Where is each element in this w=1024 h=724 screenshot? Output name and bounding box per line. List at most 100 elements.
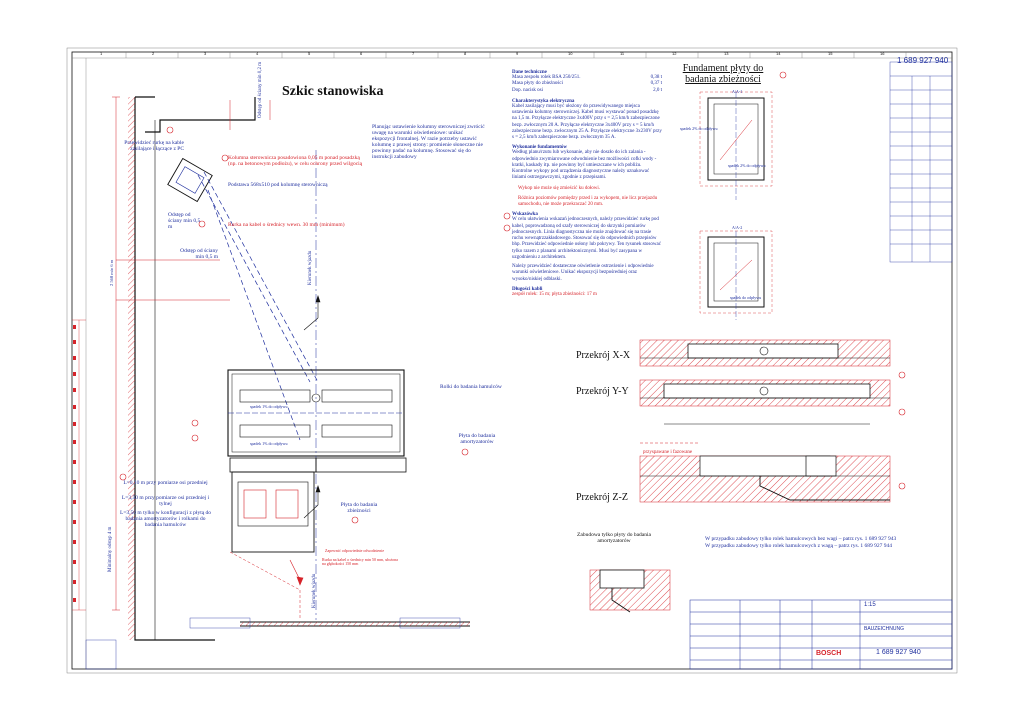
grid-label: 13 xyxy=(724,51,729,56)
found-heading: Wykonanie fundamentów xyxy=(512,145,567,151)
case-note-2: W przypadku zabudowy tylko rolek hamulco… xyxy=(705,543,893,549)
tech-data-row: Masa zespołu rolek BSA 250/251. 0,38 t xyxy=(512,75,662,81)
left-strip-marks xyxy=(73,325,76,602)
responsibility-text: Należy przewidzieć dostateczne oświetlen… xyxy=(512,264,654,282)
note-1: Wykop nie może się zmieścić ku dołowi. xyxy=(518,185,601,191)
foundation-plan-1 xyxy=(699,91,773,200)
min-drive-distance: Minimalny odstęp 4 m xyxy=(108,526,113,572)
walls xyxy=(134,96,256,641)
tech-data-value: 0,37 t xyxy=(650,81,662,87)
company-logo: BOSCH xyxy=(816,650,842,657)
grid-label: 9 xyxy=(516,51,519,56)
section-zz-title: Przekrój Z-Z xyxy=(576,492,628,503)
grid-ticks xyxy=(125,52,907,58)
case-note-1: W przypadku zabudowy tylko rolek hamulco… xyxy=(705,536,897,542)
length-note-2: L=3,50 m przy pomiarze osi przedniej i t… xyxy=(121,495,210,508)
shock-only-section xyxy=(589,569,671,613)
elec-text: Kabel zasilający musi być ułożony do prz… xyxy=(512,103,662,140)
drawing-number-top: 1 689 927 940 xyxy=(897,56,949,65)
note-2: Różnica poziomów pomiędzy przed i za wyk… xyxy=(518,195,658,207)
base-label: Podstawa 568x510 pod kolumnę sterowniczą xyxy=(228,182,328,188)
grid-label: 10 xyxy=(568,51,573,56)
left-strip xyxy=(72,319,86,611)
found-slope-1: spadek 2% do odpływu xyxy=(680,126,718,131)
shock-plate-label: Płyta do badania amortyzatorów xyxy=(458,433,496,446)
tech-data-label: Masa płyty do zbieżności xyxy=(512,81,563,87)
grid-label: 6 xyxy=(360,51,363,56)
grid-label: 1 xyxy=(100,51,103,56)
plan-column-note: Planując ustawienie kolumny sterowniczej… xyxy=(372,124,485,161)
grid-label: 15 xyxy=(828,51,833,56)
toe-plate-label: Płyta do badania zbieżności xyxy=(340,502,378,515)
foundation-title: Fundament płyty do badania zbieżności xyxy=(682,63,764,85)
found-slope-2: spadek 2% do odpływu xyxy=(728,163,766,168)
title-block xyxy=(689,599,953,670)
tech-data-row: Dop. nacisk osi 2,0 t xyxy=(512,88,662,94)
grid-label: 5 xyxy=(308,51,311,56)
slope-label-1: spadek 1% do odpływu xyxy=(250,404,288,409)
hint-heading: Wskazówka xyxy=(512,212,538,218)
aa1-label: A/A-1 xyxy=(732,89,743,94)
section-zz xyxy=(639,442,891,503)
drainage-note: Zapewnić odpowiednie odwodnienie xyxy=(325,548,385,553)
length-note-3: L=3,50 m tylko w konfiguracji z płytą do… xyxy=(119,510,212,529)
foundation-plan-2 xyxy=(699,230,773,320)
drain-lines xyxy=(229,551,301,620)
revision-table xyxy=(889,61,953,263)
hint-text: W celu ułatwienia wskazań jednoczesnych,… xyxy=(512,217,661,260)
cable-pipe-label: Przewidzieć rurkę na kable zasilające i … xyxy=(124,140,184,153)
wall-distance-1: Odstęp od ściany min 0,5 m xyxy=(168,212,201,231)
wall-hatch-left xyxy=(128,97,135,640)
drive-direction-2: Kierunek wjazdu xyxy=(312,573,317,608)
tech-data-value: 0,38 t xyxy=(650,75,662,80)
grid-label: 16 xyxy=(880,51,885,56)
tech-data-heading: Dane techniczne xyxy=(512,70,547,75)
tech-notes: Dane techniczne Masa zespołu rolek BSA 2… xyxy=(512,68,662,298)
found-text: Według planu/rzutu lub wykonanie, aby ni… xyxy=(512,150,657,181)
grid-label: 3 xyxy=(204,51,207,56)
page-title: Szkic stanowiska xyxy=(282,84,384,99)
wall-distance-2: Odstęp od ściany min 0,5 m xyxy=(180,248,218,261)
callout-markers xyxy=(119,71,906,524)
grid-label: 8 xyxy=(464,51,467,56)
grid-label: 2 xyxy=(152,51,155,56)
grid-label: 14 xyxy=(776,51,781,56)
length-note-1: L=0,10 m przy pomiarze osi przedniej xyxy=(123,480,208,486)
slope-label-2: spadek 1% do odpływu xyxy=(250,441,288,446)
grid-label: 12 xyxy=(672,51,677,56)
aa2-label: A/A-2 xyxy=(732,225,743,230)
grid-label: 7 xyxy=(412,51,415,56)
grid-label: 4 xyxy=(256,51,259,56)
column-note: Kolumna sterownicza posadowiona 0,05 m p… xyxy=(228,155,363,168)
drive-direction-1: Kierunek wjazdu xyxy=(308,250,313,285)
pipe-diameter-label: Rurka na kabel o średnicy wewn. 30 mm (m… xyxy=(228,222,345,228)
tech-data-label: Masa zespołu rolek BSA 250/251. xyxy=(512,75,581,80)
grid-label: 11 xyxy=(620,51,625,56)
welded-label: przyspawane i fazowane xyxy=(643,450,693,455)
left-bottom-block xyxy=(85,617,461,670)
shock-plate-unit xyxy=(229,457,407,553)
direction-arrows xyxy=(289,559,304,586)
tech-data-row: Masa płyty do zbieżności 0,37 t xyxy=(512,81,662,87)
control-column-base xyxy=(167,157,213,203)
brake-rollers-label: Rolki do badania hamulców xyxy=(440,384,502,390)
section-yy-title: Przekrój Y-Y xyxy=(576,386,629,397)
dimension-a: 2 560 min 6 m xyxy=(109,259,114,286)
found-slope-3: spadek do odpływu xyxy=(730,295,762,300)
elec-heading: Charakterystyka elektryczna xyxy=(512,98,575,104)
section-yy xyxy=(639,379,891,425)
titleblock-number: 1 689 927 940 xyxy=(876,649,921,656)
pipe-depth-note: Rurka na kabel o średnicy min 50 mm, uło… xyxy=(322,557,398,567)
tech-data-label: Dop. nacisk osi xyxy=(512,87,543,93)
cable-route xyxy=(197,171,319,441)
section-xx xyxy=(639,339,891,367)
sheet-outer xyxy=(66,47,958,674)
section-xx-title: Przekrój X-X xyxy=(576,350,631,361)
titleblock-scale: 1:15 xyxy=(864,602,876,608)
titleblock-subtitle: BAUZEICHNUNG xyxy=(864,626,905,632)
axis-arrows xyxy=(303,295,321,519)
tech-data-value: 2,0 t xyxy=(653,87,662,93)
shock-only-label: Zabudowa tylko płyty do badania amortyza… xyxy=(577,532,651,545)
wall-distance-top: Odstęp od ściany min 0,2 m xyxy=(258,61,263,118)
